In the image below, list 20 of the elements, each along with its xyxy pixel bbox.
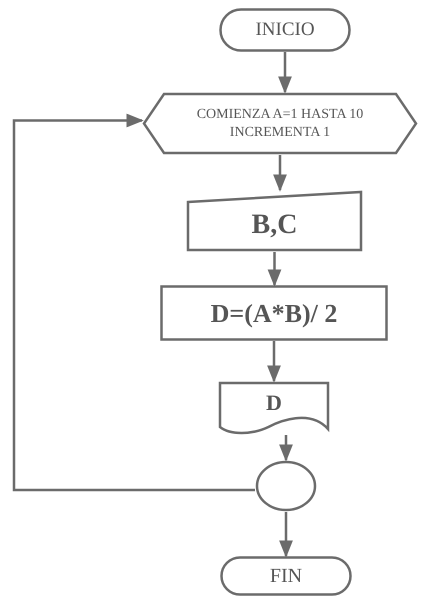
- node-label: D=(A*B)/ 2: [210, 298, 338, 330]
- arrow: [267, 341, 281, 383]
- node-label: INICIO: [255, 18, 315, 42]
- end-terminal: [220, 556, 352, 596]
- connector-circle: [255, 460, 317, 512]
- node-label: B,C: [252, 208, 298, 242]
- input-shape: [186, 190, 363, 252]
- arrow: [268, 252, 282, 287]
- start-terminal: [219, 8, 351, 52]
- arrow: [279, 512, 293, 558]
- arrow: [278, 52, 292, 94]
- node-label: D: [266, 388, 282, 416]
- arrow: [12, 114, 255, 492]
- process-box: [160, 285, 388, 341]
- loop-hexagon: [142, 92, 418, 155]
- document-shape: [218, 381, 330, 435]
- node-label: COMIENZA A=1 HASTA 10 INCREMENTA 1: [196, 106, 364, 141]
- node-label: FIN: [270, 564, 302, 589]
- arrow: [279, 435, 293, 462]
- arrow: [273, 155, 287, 192]
